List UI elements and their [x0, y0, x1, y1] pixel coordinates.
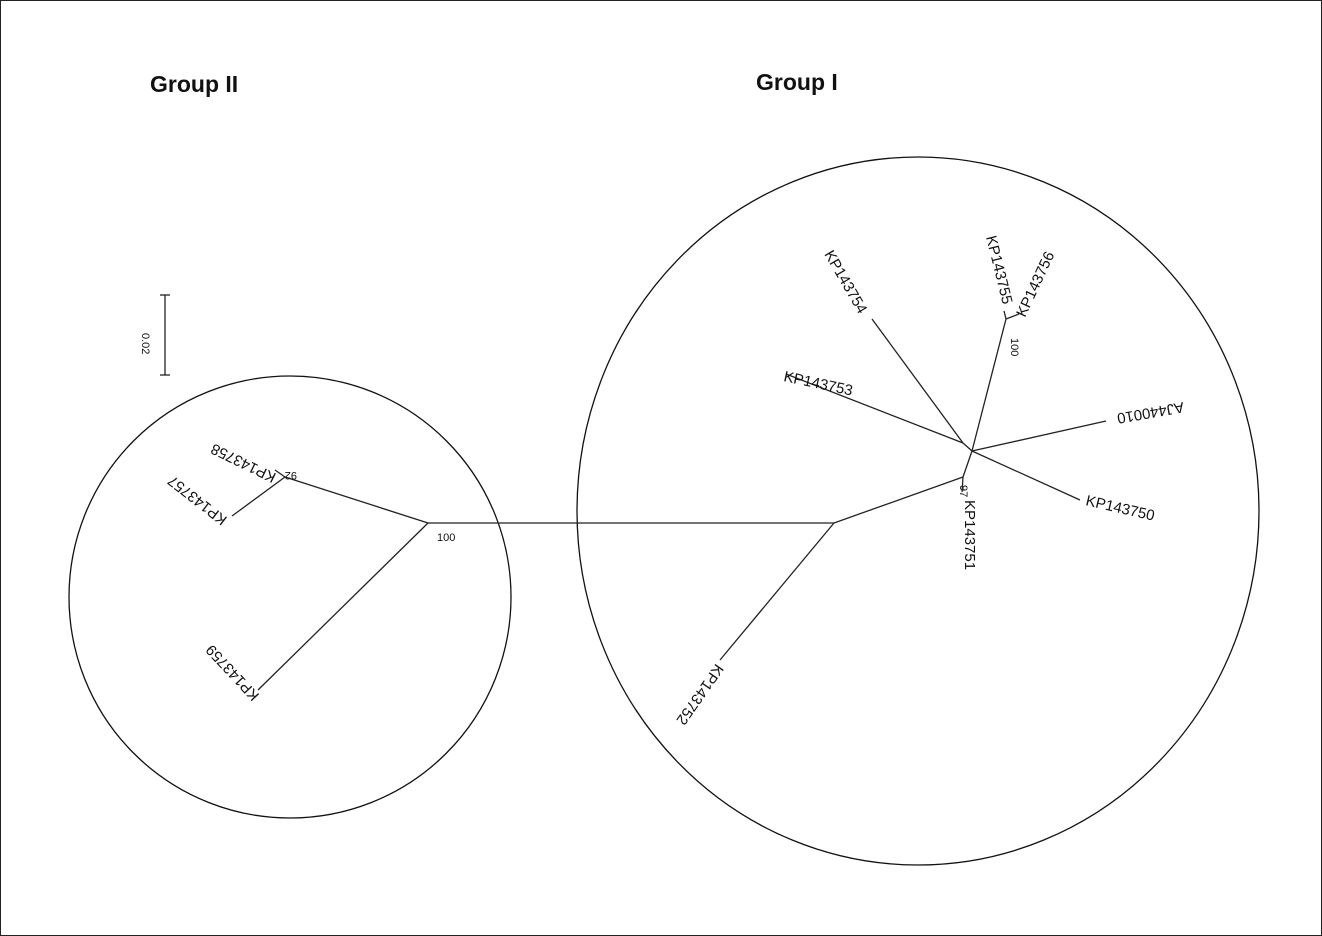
tip-label-kp143752: KP143752	[673, 661, 727, 728]
tip-label-kp143755: KP143755	[982, 234, 1015, 306]
tip-label-kp143753: KP143753	[782, 368, 854, 399]
branch	[971, 450, 1081, 501]
branch	[274, 469, 286, 478]
bootstrap-label: 100	[1008, 338, 1020, 356]
tip-label-kp143759: KP143759	[203, 641, 263, 704]
branch	[971, 420, 1107, 452]
branch	[871, 318, 964, 444]
tip-label-kp143756: KP143756	[1013, 249, 1058, 320]
branch	[1003, 310, 1007, 320]
branch	[971, 318, 1007, 452]
scale-bar: 0.02	[139, 294, 170, 376]
branch	[833, 476, 964, 524]
branch	[719, 522, 835, 661]
branch	[257, 522, 429, 691]
branch	[961, 476, 964, 493]
branch	[284, 476, 429, 524]
branch	[962, 442, 973, 452]
tip-label-kp143758: KP143758	[208, 440, 278, 486]
bootstrap-label: 97	[957, 485, 969, 497]
group-2-title: Group II	[150, 71, 239, 97]
bootstrap-label: 92	[285, 469, 297, 481]
branch	[785, 373, 964, 444]
tip-label-kp143750: KP143750	[1084, 492, 1156, 524]
branch	[231, 476, 286, 517]
tip-label-kp143754: KP143754	[821, 248, 871, 317]
tip-label-kp143757: KP143757	[165, 472, 231, 529]
tip-label-kp143751: KP143751	[961, 500, 978, 570]
bootstrap-label: 100	[437, 532, 455, 544]
tip-label-aj440010: AJ440010	[1116, 398, 1185, 426]
group-1-title: Group I	[756, 69, 838, 95]
scale-bar-label: 0.02	[139, 333, 151, 354]
branch	[962, 450, 973, 478]
branch	[1005, 313, 1020, 320]
group-1-circle	[576, 156, 1260, 866]
group-2-circle	[68, 375, 512, 819]
